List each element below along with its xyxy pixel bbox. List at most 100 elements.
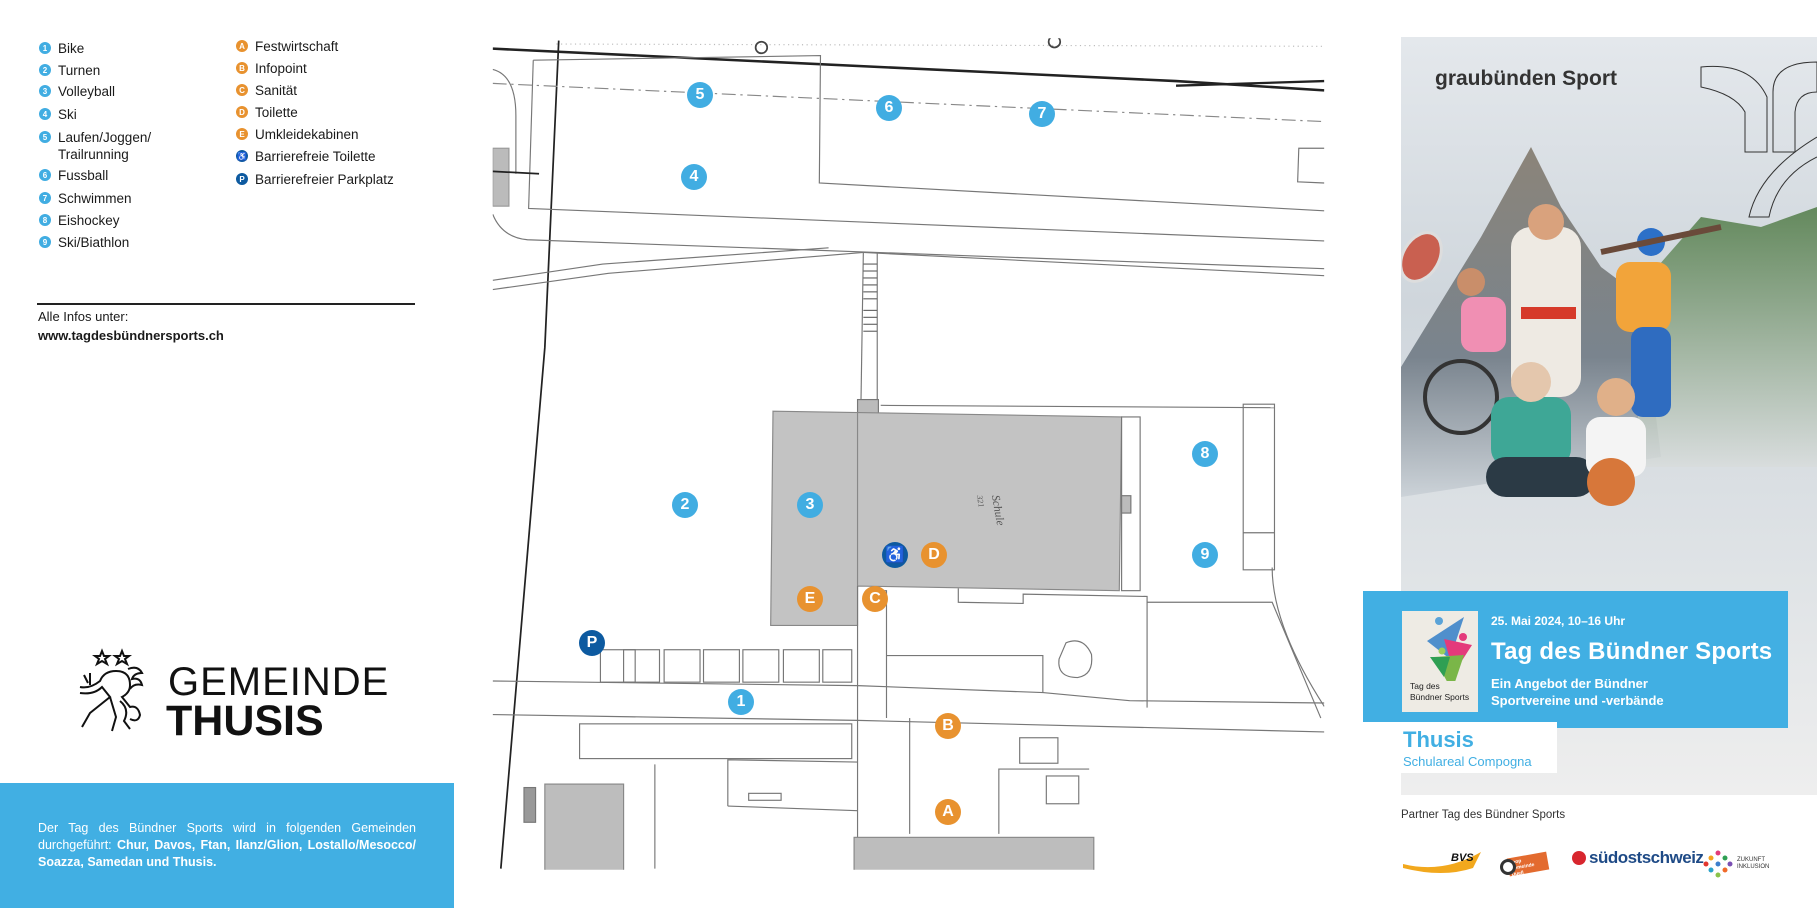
- map-marker-3[interactable]: 3: [797, 492, 823, 518]
- event-date: 25. Mai 2024, 10–16 Uhr: [1491, 614, 1626, 628]
- boundary-line: [499, 40, 560, 869]
- map-marker-4[interactable]: 4: [681, 164, 707, 190]
- school-building: [770, 410, 1123, 626]
- parking-icon[interactable]: P: [579, 630, 605, 656]
- parking-spaces: [599, 649, 853, 683]
- map-building: [1242, 403, 1276, 571]
- map-symbol: [1047, 38, 1062, 49]
- map-building: [1019, 737, 1059, 764]
- map-marker-b[interactable]: B: [935, 713, 961, 739]
- marker-icon: 5: [39, 131, 51, 143]
- info-url[interactable]: www.tagdesbündnersports.ch: [38, 328, 224, 343]
- marker-icon: E: [236, 128, 248, 140]
- graubuenden-sport-logo: graubünden Sport: [1435, 67, 1617, 90]
- dash-dot-line: [492, 82, 1325, 123]
- partner-logo-coop-duell: coop Gemeinde Duell: [1500, 845, 1554, 885]
- footer-text: Der Tag des Bündner Sports wird in folge…: [38, 821, 416, 869]
- railway-line: [492, 47, 1325, 92]
- parking-icon: P: [236, 173, 248, 185]
- map-marker-e[interactable]: E: [797, 586, 823, 612]
- map-line: [886, 654, 1044, 693]
- marker-icon: 7: [39, 192, 51, 204]
- map-marker-d[interactable]: D: [921, 542, 947, 568]
- marker-icon: A: [236, 40, 248, 52]
- map-building: [748, 792, 782, 801]
- event-title: Tag des Bündner Sports: [1491, 638, 1773, 665]
- map-line: [727, 805, 858, 812]
- map-building: [853, 836, 1095, 870]
- map-marker-8[interactable]: 8: [1192, 441, 1218, 467]
- lion-coat-of-arms-icon: [76, 647, 148, 739]
- path-line: [492, 247, 829, 281]
- map-marker-2[interactable]: 2: [672, 492, 698, 518]
- municipality-name-line1: GEMEINDE: [168, 660, 390, 704]
- event-info-box: Tag des Bündner Sports 25. Mai 2024, 10–…: [1363, 591, 1788, 728]
- map-line: [556, 43, 1325, 47]
- map-line: [492, 170, 540, 175]
- building-label: Schule: [989, 494, 1007, 527]
- map-marker-7[interactable]: 7: [1029, 101, 1055, 127]
- partner-logo-bvs: BVS: [1403, 850, 1481, 876]
- footer-box: Der Tag des Bündner Sports wird in folge…: [0, 783, 454, 908]
- map-line: [1271, 567, 1325, 707]
- marker-icon: C: [236, 84, 248, 96]
- stairs: [863, 263, 878, 332]
- map-marker-1[interactable]: 1: [728, 689, 754, 715]
- marker-icon: 4: [39, 108, 51, 120]
- map-marker-9[interactable]: 9: [1192, 542, 1218, 568]
- map-marker-5[interactable]: 5: [687, 82, 713, 108]
- building-number: 321: [975, 493, 986, 508]
- partner-logo-zukunft-inklusion: Zukunft Inklusion: [1703, 850, 1787, 878]
- map-marker-a[interactable]: A: [935, 799, 961, 825]
- event-logo-text: Tag des Bündner Sports: [1410, 681, 1470, 702]
- map-line: [880, 404, 1275, 409]
- map-line: [957, 588, 1148, 708]
- map-line: [1297, 147, 1325, 184]
- map-marker-6[interactable]: 6: [876, 95, 902, 121]
- venue-name: Schulareal Compogna: [1403, 754, 1532, 769]
- path-line: [492, 251, 864, 291]
- inclusion-dots-icon: [1703, 850, 1733, 878]
- legend-item: ♿Barrierefreie Toilette: [236, 149, 376, 164]
- partner-logo-suedostschweiz: südostschweiz: [1572, 848, 1704, 868]
- road-line: [492, 214, 1325, 270]
- map-line: [533, 55, 1325, 212]
- stairs-line: [860, 252, 864, 400]
- municipality-name-line2: THUSIS: [166, 697, 324, 745]
- divider: [37, 303, 415, 305]
- road-line: [492, 680, 1325, 704]
- location-name: Thusis: [1403, 727, 1474, 752]
- athletes-mountain-photo: [1401, 61, 1817, 506]
- wheelchair-icon[interactable]: ♿: [882, 542, 908, 568]
- marker-icon: 8: [39, 214, 51, 226]
- map-line: [492, 68, 517, 174]
- marker-icon: D: [236, 106, 248, 118]
- map-marker-c[interactable]: C: [862, 586, 888, 612]
- partner-heading: Partner Tag des Bündner Sports: [1401, 809, 1566, 821]
- map-building: [1121, 495, 1132, 514]
- map-building: [1045, 775, 1080, 805]
- map-building: [856, 398, 879, 415]
- marker-icon: 2: [39, 64, 51, 76]
- map-building: [523, 786, 537, 823]
- marker-icon: 3: [39, 85, 51, 97]
- marker-icon: B: [236, 62, 248, 74]
- map-line: [998, 768, 1090, 834]
- map-line: [1175, 79, 1325, 87]
- fountain: [1058, 640, 1093, 679]
